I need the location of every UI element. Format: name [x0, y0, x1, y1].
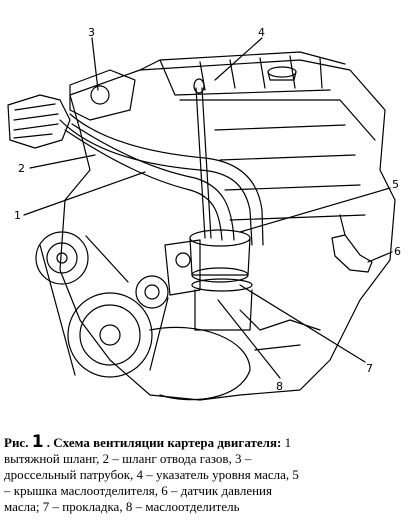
pump-pulley [135, 275, 169, 309]
caption-line-5: масла; 7 – прокладка, 8 – маслоотделител… [4, 499, 240, 514]
caption-line-2: вытяжной шланг, 2 – шланг отвода газов, … [4, 451, 252, 466]
callout-1: 1 [14, 209, 21, 222]
callout-8: 8 [276, 380, 283, 393]
vent-hose [64, 129, 223, 241]
breather-hose [59, 119, 253, 246]
valve-cover [139, 51, 376, 141]
callout-7: 7 [366, 362, 373, 375]
drive-belt [39, 235, 169, 376]
separator-cover [189, 229, 251, 247]
crank-pulley [67, 292, 153, 378]
callout-5: 5 [392, 178, 399, 191]
caption-line-1: Рис. 1 . Схема вентиляции картера двигат… [4, 434, 409, 451]
callout-2: 2 [18, 162, 25, 175]
figure-number: 1 [31, 432, 44, 452]
caption-line-4: – крышка маслоотделителя, 6 – датчик дав… [4, 483, 272, 498]
figure-label: Рис. [4, 435, 29, 450]
caption-line-3: дроссельный патрубок, 4 – указатель уров… [4, 467, 299, 482]
figure-title: . Схема вентиляции картера двигателя: [46, 435, 282, 450]
callout-4: 4 [258, 26, 265, 39]
callout-6: 6 [394, 245, 401, 258]
figure-caption: Рис. 1 . Схема вентиляции картера двигат… [4, 434, 409, 515]
engine-illustration: 3 4 2 1 5 6 7 8 [7, 26, 401, 401]
oil-separator [194, 289, 253, 331]
oil-filler-cap [267, 66, 297, 78]
oil-pressure-sensor [331, 234, 373, 273]
separator-gasket [191, 278, 253, 292]
engine-block [59, 59, 396, 401]
alternator-pulley [35, 231, 89, 285]
dipstick [195, 87, 212, 239]
caption-text-1: 1 [281, 435, 292, 450]
callout-3: 3 [88, 26, 95, 39]
